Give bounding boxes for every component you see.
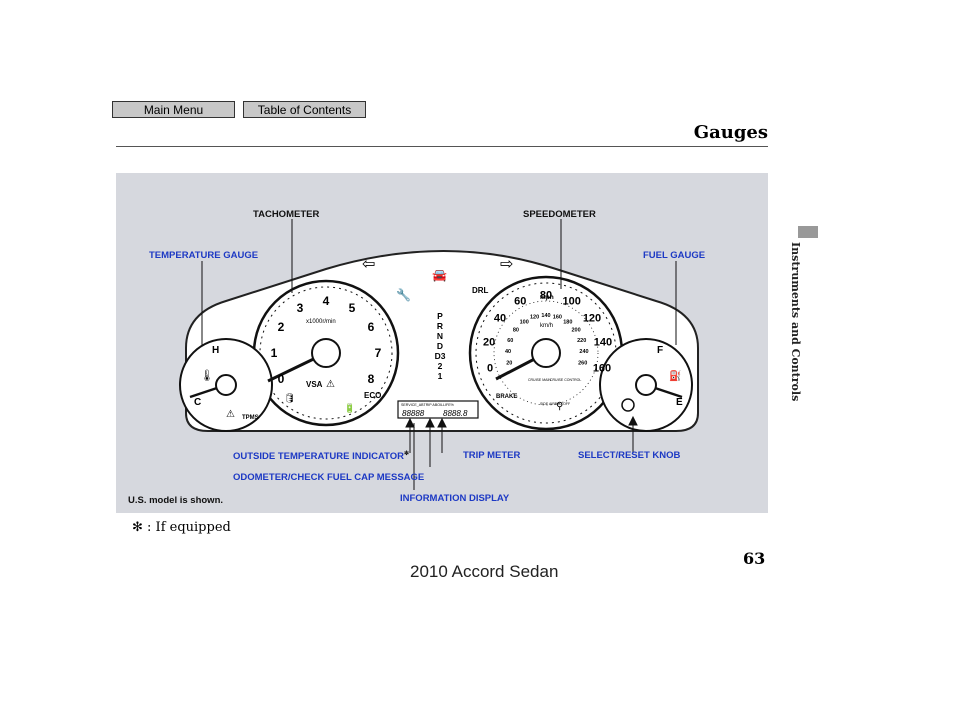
temperature-gauge-callout: TEMPERATURE GAUGE [149,250,259,261]
mph-numeral-1: 20 [483,336,495,348]
kmh-numeral-10: 220 [577,338,586,344]
information-display-callout: INFORMATION DISPLAY [400,493,510,504]
tachometer-hub [311,338,341,368]
door-open-icon: 🚘 [432,268,447,282]
title-rule [116,146,768,147]
page-title: Gauges [693,122,768,143]
tach-unit: x1000r/min [306,319,336,325]
gear-indicator-6: 1 [438,371,443,381]
wrench-icon: 🔧 [396,287,411,302]
gear-indicator-3: D [437,341,443,351]
select-reset-knob [621,398,635,412]
display-right-digits: 8888.8 [443,409,468,418]
seatbelt-icon: ⚲ [556,401,563,412]
odometer-callout: ODOMETER/CHECK FUEL CAP MESSAGE [233,472,425,483]
section-label: Instruments and Controls [789,242,802,402]
main-menu-button[interactable]: Main Menu [112,101,235,118]
tach-numeral-7: 7 [375,346,382,360]
kmh-unit: km/h [540,323,553,329]
tach-numeral-5: 5 [349,301,356,315]
kmh-numeral-12: 260 [578,361,587,367]
fuel-e-label: E [676,397,683,408]
tach-numeral-8: 8 [368,372,375,386]
tpms-label: TPMS [242,415,259,421]
tachometer-callout: TACHOMETER [253,209,320,220]
kmh-numeral-3: 80 [513,328,519,334]
kmh-numeral-11: 240 [579,349,588,355]
mph-numeral-2: 40 [494,312,506,324]
turn-right-icon: ⇨ [500,256,513,273]
mph-unit: mph [540,294,554,301]
temp-c-label: C [194,397,201,408]
kmh-numeral-6: 140 [541,313,550,319]
information-display [397,400,479,419]
fuel-pump-icon: ⛽ [669,369,681,382]
gear-indicator-2: N [437,331,443,341]
page-number: 63 [743,549,766,568]
footer-model: 2010 Accord Sedan [410,562,559,581]
engine-temp-icon: 🌡 [200,369,214,382]
mph-numeral-4: 80 [540,290,552,302]
drl-label: DRL [472,286,489,295]
side-airbag-label: SIDE AIRBAG OFF [540,402,570,406]
select-reset-callout: SELECT/RESET KNOB [578,450,681,461]
kmh-numeral-1: 40 [505,349,511,355]
kmh-numeral-9: 200 [572,328,581,334]
kmh-numeral-4: 100 [520,320,529,326]
turn-left-icon: ⇦ [362,256,375,273]
mph-numeral-8: 160 [593,363,611,375]
mph-numeral-5: 100 [563,296,581,308]
tach-numeral-4: 4 [323,294,330,308]
gear-indicator-5: 2 [438,361,443,371]
eco-label: ECO [364,391,381,400]
fuel-gauge-callout: FUEL GAUGE [643,250,706,261]
vsa-label: VSA [306,380,323,389]
gear-indicator-1: R [437,321,443,331]
warning-triangle-icon: ⚠ [326,379,335,390]
brake-label: BRAKE [496,394,517,400]
tire-pressure-icon: ⚠ [226,409,235,420]
tach-numeral-6: 6 [368,320,375,334]
table-of-contents-button[interactable]: Table of Contents [243,101,366,118]
trip-meter-callout: TRIP METER [463,450,521,461]
kmh-numeral-2: 60 [507,338,513,344]
kmh-numeral-5: 120 [530,315,539,321]
speedometer-callout: SPEEDOMETER [523,209,596,220]
gear-indicator-4: D3 [435,351,446,361]
speedometer-hub [531,338,561,368]
mph-numeral-7: 140 [594,336,612,348]
mph-numeral-3: 60 [514,296,526,308]
temp-h-label: H [212,345,219,356]
oil-pressure-icon: 🛢 [284,393,295,403]
mph-numeral-6: 120 [583,312,601,324]
footnote: ✻ : If equipped [132,520,231,535]
display-left-digits: 88888 [402,409,425,418]
tach-numeral-1: 1 [271,346,278,360]
battery-icon: 🔋 [344,402,355,413]
display-header: SERVICE_ABTRIP ABOILLIFE% [401,403,455,407]
outside-temperature-callout: OUTSIDE TEMPERATURE INDICATOR✻ [233,451,410,463]
cruise-control-label: CRUISE CONTROL [550,378,581,382]
tach-numeral-2: 2 [278,320,285,334]
mph-numeral-0: 0 [487,363,493,375]
gear-indicator-0: P [437,311,443,321]
cruise-main-label: CRUISE MAIN [528,378,551,382]
kmh-numeral-7: 160 [553,315,562,321]
fuel-f-label: F [657,345,663,356]
model-note: U.S. model is shown. [128,495,224,506]
tach-numeral-3: 3 [297,301,304,315]
tach-numeral-0: 0 [278,372,285,386]
kmh-numeral-8: 180 [563,320,572,326]
kmh-numeral-0: 20 [506,361,512,367]
section-tab [798,226,818,238]
